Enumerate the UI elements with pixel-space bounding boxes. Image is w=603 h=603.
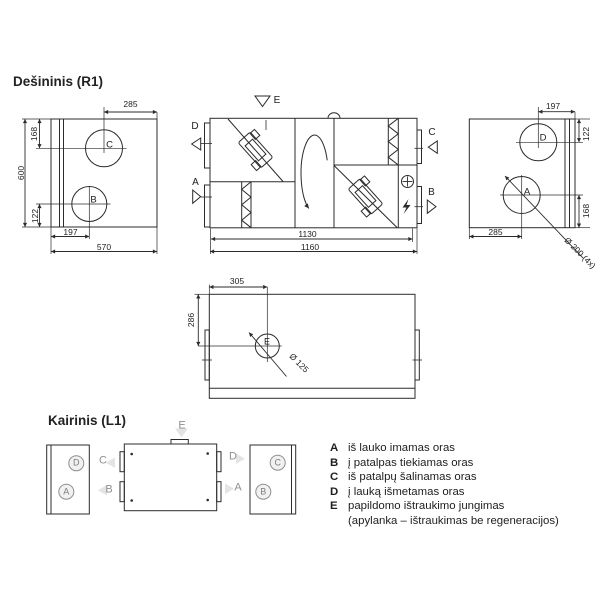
port-label-e: E	[273, 95, 281, 106]
lightning-icon	[402, 199, 411, 214]
port-label-b: B	[428, 186, 435, 198]
dim-197: 197	[545, 100, 561, 111]
left-version-scheme	[46, 428, 297, 515]
dim-600: 600	[15, 165, 26, 181]
fan-diagonal-exhaust	[227, 118, 284, 182]
diameter-leader	[248, 332, 287, 377]
l1-left-panel-d: D	[73, 457, 80, 468]
front-left-view	[22, 107, 158, 254]
dim-285: 285	[123, 98, 138, 109]
dim-1130: 1130	[298, 228, 317, 239]
dim-305: 305	[229, 275, 245, 286]
dimension-lines	[469, 109, 582, 239]
l1-port-c: C	[99, 454, 107, 466]
dim-122: 122	[580, 126, 591, 141]
dimension-lines	[22, 109, 157, 254]
l1-left-panel-a: A	[63, 486, 70, 497]
unit-outline	[468, 118, 576, 229]
port-label-d: D	[191, 120, 199, 132]
dim-285: 285	[488, 226, 503, 237]
dim-168: 168	[580, 203, 591, 219]
filter-extract	[387, 117, 400, 166]
faint-airflow-arrows	[98, 428, 245, 496]
port-label-e: E	[263, 336, 271, 347]
l1-port-a: A	[234, 481, 242, 494]
panel-port-circles	[58, 454, 286, 500]
title-left-version: Kairinis (L1)	[48, 413, 127, 428]
unit-outline	[209, 117, 418, 229]
port-label-c: C	[106, 139, 113, 151]
l1-right-panel-c: C	[274, 457, 281, 468]
dim-122: 122	[29, 208, 40, 223]
l1-right-panel-b: B	[260, 486, 267, 497]
filter-supply	[240, 181, 252, 229]
e-connection-arrow-icon	[254, 95, 271, 108]
rotor-axis-icon	[327, 112, 341, 119]
title-right-version: Dešininis (R1)	[13, 74, 104, 89]
top-view	[194, 284, 422, 399]
front-right-view	[468, 107, 590, 259]
l1-port-e: E	[178, 419, 186, 431]
screw-dots	[130, 452, 209, 502]
dim-168: 168	[28, 126, 39, 141]
unit-body-outline	[123, 443, 218, 512]
side-section-view	[190, 95, 438, 254]
dim-286: 286	[185, 312, 196, 328]
heater-icon	[401, 175, 414, 188]
port-label-b: B	[90, 193, 97, 205]
left-panel-outline	[46, 444, 90, 515]
port-label-a: A	[523, 186, 531, 198]
right-panel-outline	[249, 444, 297, 515]
legend-note: (apylanka – ištraukimas be regeneracijos…	[348, 514, 559, 527]
dim-197: 197	[63, 226, 78, 237]
airflow-arrows	[190, 137, 438, 215]
fan-diagonal-supply	[333, 165, 398, 228]
port-label-d: D	[539, 132, 547, 144]
dimension-lines	[196, 284, 268, 346]
l1-port-b: B	[105, 483, 113, 496]
dimension-lines	[210, 236, 417, 254]
rotor-rotation-arrow	[300, 134, 328, 209]
l1-port-d: D	[229, 450, 237, 462]
dim-1160: 1160	[300, 241, 320, 252]
port-label-a: A	[192, 176, 199, 188]
diameter-leader	[504, 175, 584, 259]
dim-570: 570	[96, 241, 112, 252]
port-label-c: C	[428, 127, 436, 138]
